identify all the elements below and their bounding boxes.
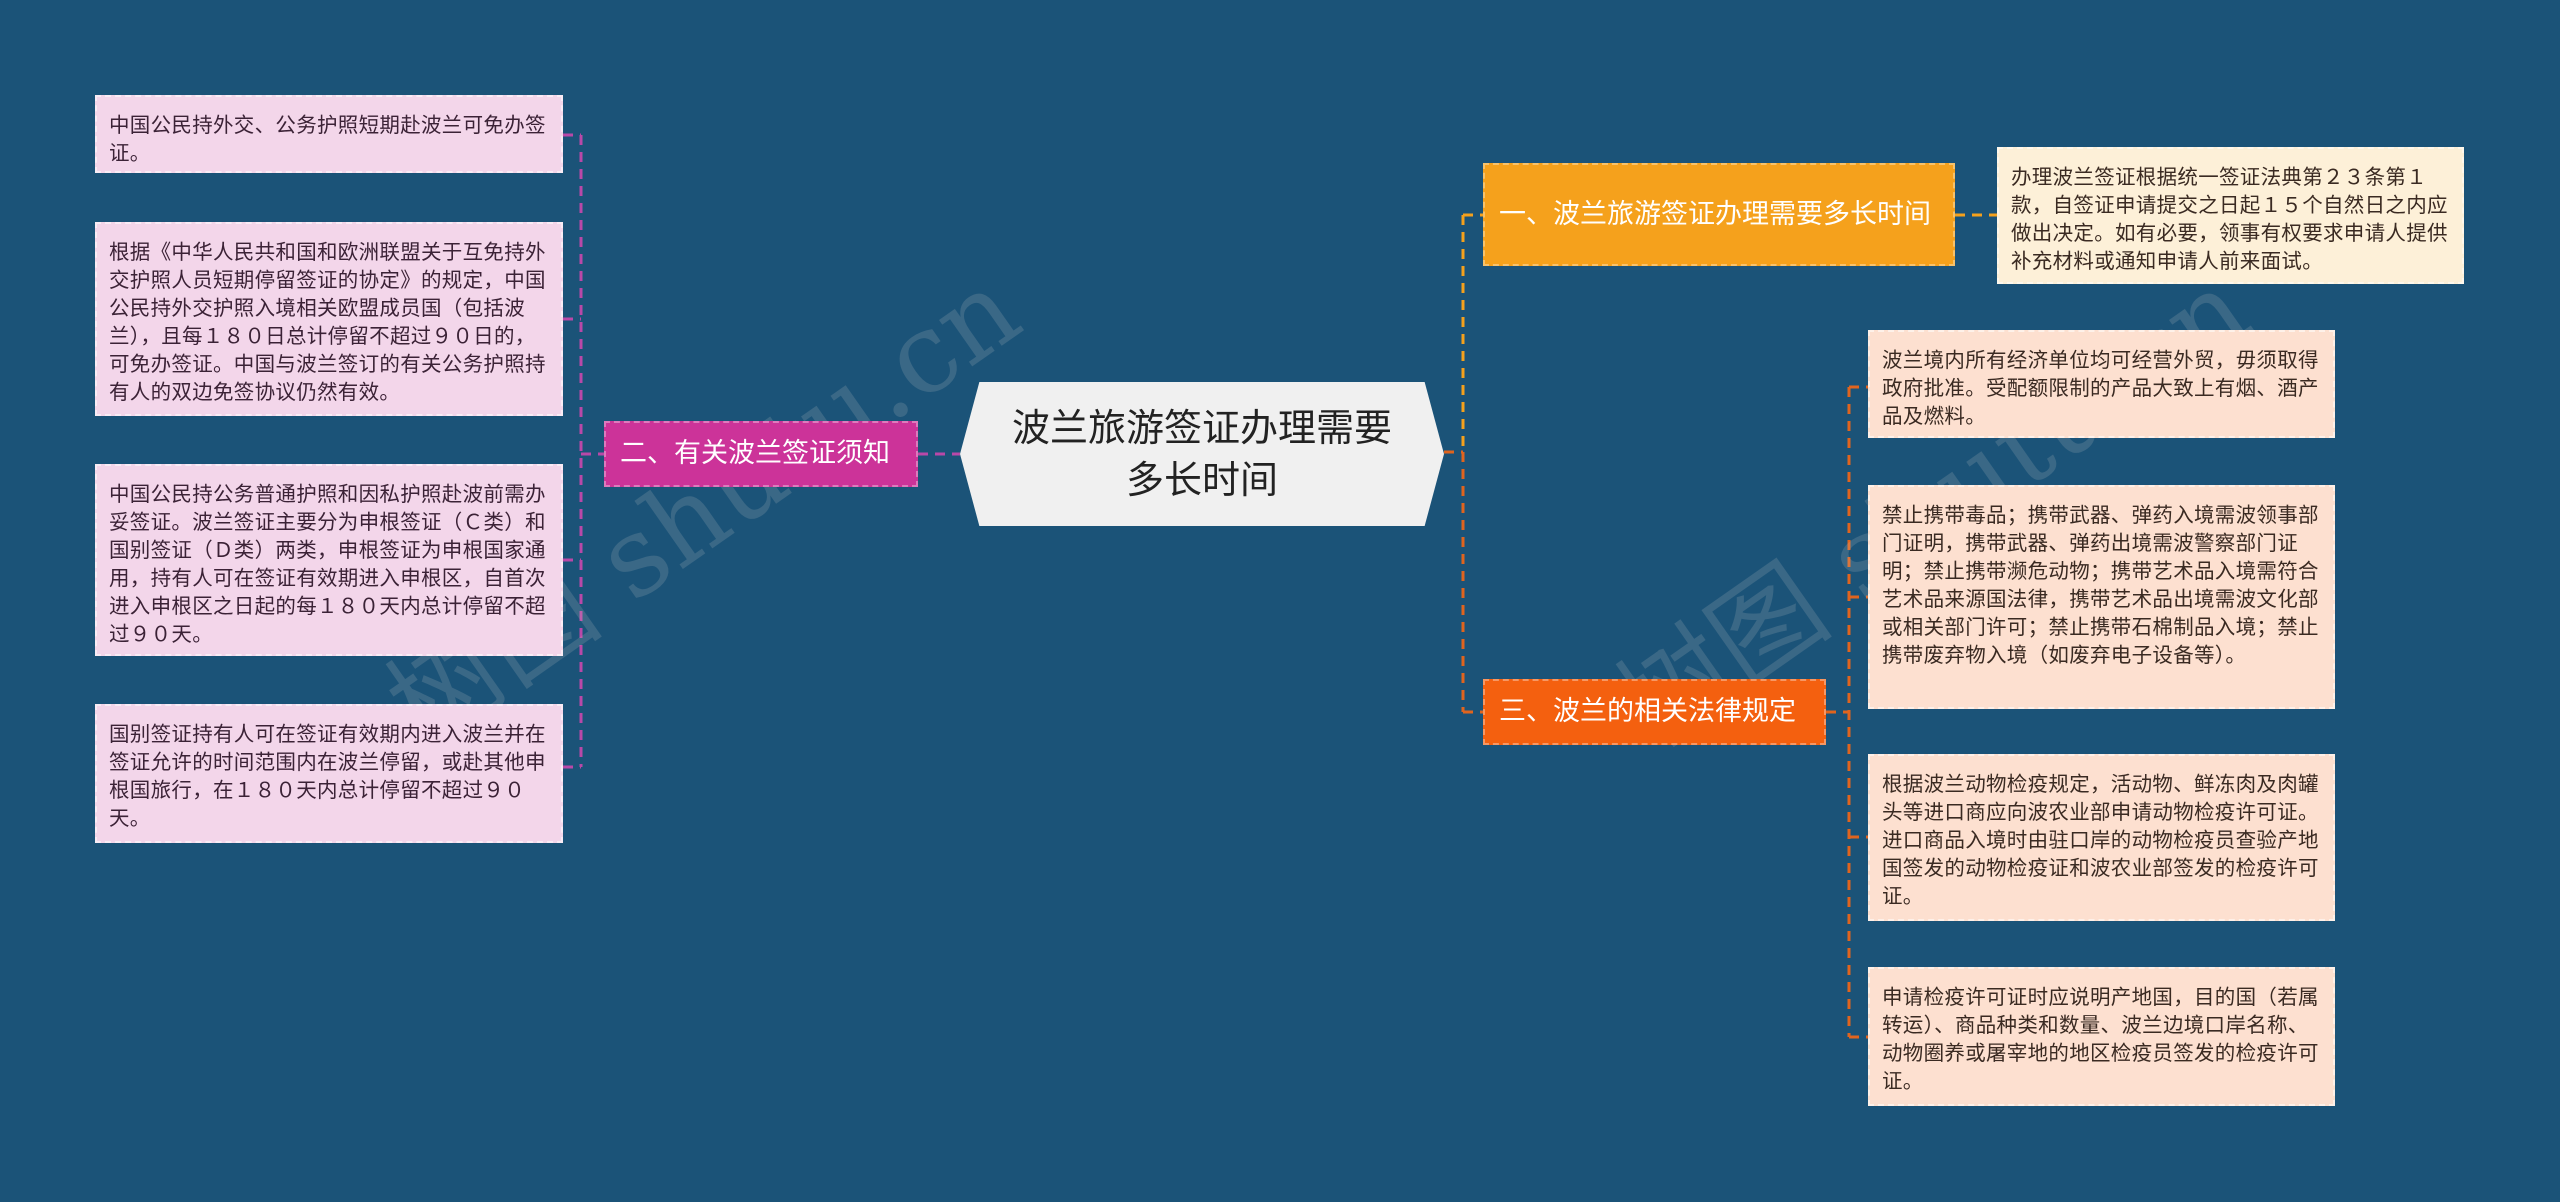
note-quarantine-permit[interactable]: 申请检疫许可证时应说明产地国，目的国（若属转运）、商品种类和数量、波兰边境口岸名… — [1868, 967, 2335, 1106]
note-processing-time[interactable]: 办理波兰签证根据统一签证法典第２３条第１款，自签证申请提交之日起１５个自然日之内… — [1997, 147, 2464, 284]
root-topic[interactable]: 波兰旅游签证办理需要多长时间 — [960, 382, 1444, 526]
note-schengen-visa[interactable]: 中国公民持公务普通护照和因私护照赴波前需办妥签证。波兰签证主要分为申根签证（Ｃ类… — [95, 464, 563, 656]
branch-visa-notes[interactable]: 二、有关波兰签证须知 — [604, 421, 918, 487]
note-prohibited-items[interactable]: 禁止携带毒品；携带武器、弹药入境需波领事部门证明，携带武器、弹药出境需波警察部门… — [1868, 485, 2335, 709]
note-visa-exempt-diplomatic[interactable]: 中国公民持外交、公务护照短期赴波兰可免办签证。 — [95, 95, 563, 173]
note-national-visa[interactable]: 国别签证持有人可在签证有效期内进入波兰并在签证允许的时间范围内在波兰停留，或赴其… — [95, 704, 563, 843]
branch-legal-rules[interactable]: 三、波兰的相关法律规定 — [1483, 679, 1826, 745]
branch-processing-time[interactable]: 一、波兰旅游签证办理需要多长时间 — [1483, 163, 1955, 266]
note-foreign-trade[interactable]: 波兰境内所有经济单位均可经营外贸，毋须取得政府批准。受配额限制的产品大致上有烟、… — [1868, 330, 2335, 438]
note-animal-quarantine[interactable]: 根据波兰动物检疫规定，活动物、鲜冻肉及肉罐头等进口商应向波农业部申请动物检疫许可… — [1868, 754, 2335, 921]
note-eu-agreement[interactable]: 根据《中华人民共和国和欧洲联盟关于互免持外交护照人员短期停留签证的协定》的规定，… — [95, 222, 563, 416]
